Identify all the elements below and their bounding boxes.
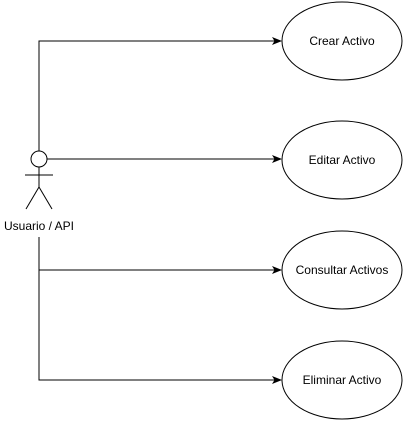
use-case-editar-activo: Editar Activo bbox=[281, 120, 403, 200]
actor-head bbox=[30, 150, 48, 168]
use-case-consultar-activos: Consultar Activos bbox=[281, 230, 403, 310]
use-case-ellipse bbox=[281, 1, 403, 81]
use-case-ellipse bbox=[281, 340, 403, 420]
use-case-label: Editar Activo bbox=[309, 153, 376, 167]
actor-left-leg bbox=[25, 186, 40, 210]
actor: Usuario / API bbox=[4, 150, 74, 233]
use-case-crear-activo: Crear Activo bbox=[281, 1, 403, 81]
actor-right-leg bbox=[38, 186, 53, 210]
association-consultar-activos bbox=[38, 237, 282, 274]
use-case-ellipse bbox=[281, 120, 403, 200]
use-case-label: Consultar Activos bbox=[296, 263, 389, 277]
use-case-eliminar-activo: Eliminar Activo bbox=[281, 340, 403, 420]
use-case-ellipse bbox=[281, 230, 403, 310]
use-case-label: Crear Activo bbox=[309, 34, 375, 48]
association-eliminar-activo bbox=[38, 270, 282, 384]
actor-label: Usuario / API bbox=[4, 219, 74, 233]
associations bbox=[38, 37, 282, 384]
use-case-label: Eliminar Activo bbox=[303, 373, 382, 387]
association-crear-activo bbox=[38, 37, 282, 151]
